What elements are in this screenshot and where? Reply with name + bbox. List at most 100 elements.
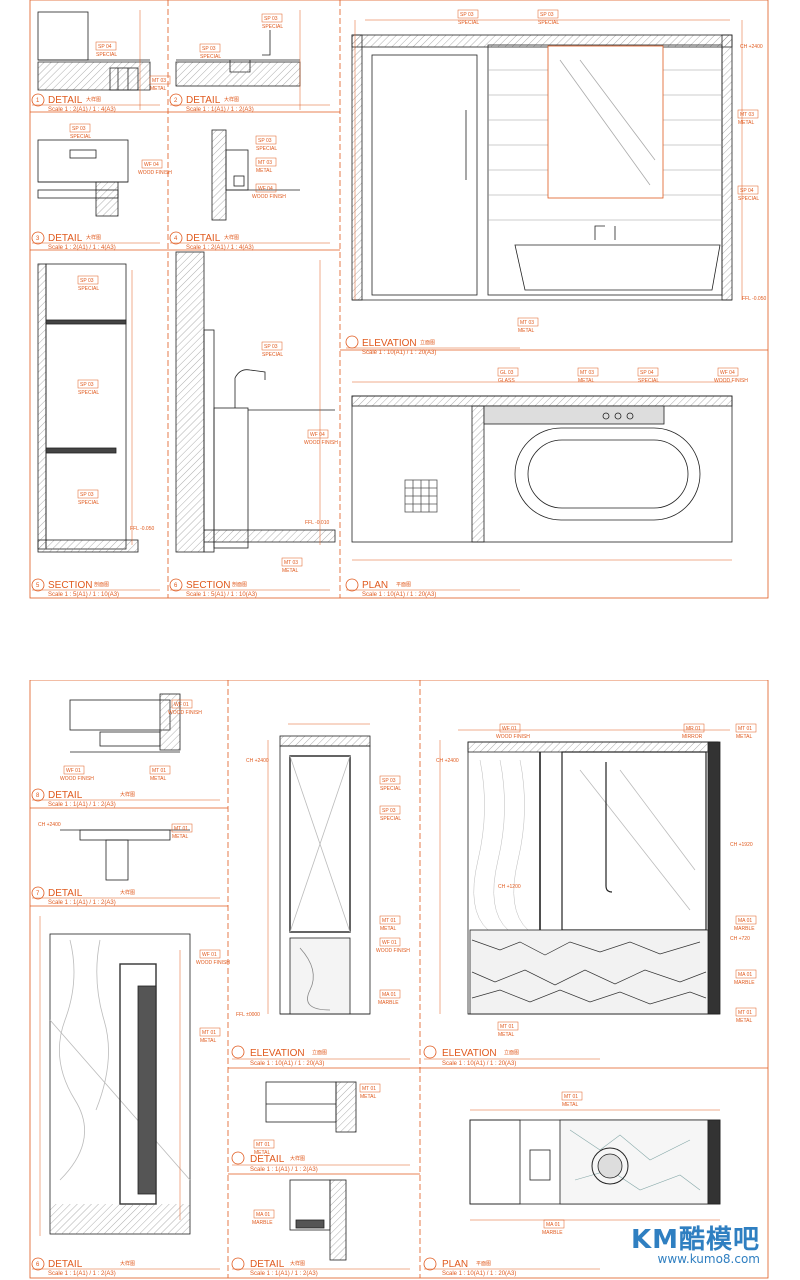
- svg-text:Scale 1 : 2(A1) / 1 : 4(A3): Scale 1 : 2(A1) / 1 : 4(A3): [186, 245, 254, 251]
- svg-text:SPECIAL: SPECIAL: [96, 52, 117, 58]
- watermark-url: www.kumo8.com: [657, 1252, 760, 1266]
- svg-text:WOOD FINISH: WOOD FINISH: [168, 710, 202, 716]
- svg-text:MARBLE: MARBLE: [734, 980, 755, 986]
- svg-text:Scale 1 : 10(A1) / 1 : 20(A3): Scale 1 : 10(A1) / 1 : 20(A3): [362, 592, 436, 598]
- detail-3-drawing: [37, 139, 129, 217]
- title-block-t6: 6 SECTION 剖面图 Scale 1 : 5(A1) / 1 : 10(A…: [169, 578, 330, 598]
- svg-text:WOOD FINISH: WOOD FINISH: [138, 170, 172, 176]
- svg-text:MT 01: MT 01: [362, 1086, 376, 1092]
- title-block-t5: 5 SECTION 剖面图 Scale 1 : 5(A1) / 1 : 10(A…: [31, 578, 160, 598]
- svg-text:大样图: 大样图: [120, 1260, 135, 1267]
- elevation-shower-bath: [351, 34, 733, 301]
- svg-text:METAL: METAL: [254, 1150, 271, 1156]
- svg-text:SPECIAL: SPECIAL: [200, 54, 221, 60]
- svg-text:METAL: METAL: [498, 1032, 515, 1038]
- svg-text:剖面图: 剖面图: [94, 581, 109, 588]
- svg-text:SP 03: SP 03: [80, 278, 94, 284]
- svg-text:WF 01: WF 01: [202, 952, 217, 958]
- section-6-drawing: [175, 251, 336, 553]
- svg-text:MT 01: MT 01: [202, 1030, 216, 1036]
- svg-text:MT 03: MT 03: [740, 112, 754, 118]
- svg-text:SPECIAL: SPECIAL: [78, 286, 99, 292]
- svg-text:MR 01: MR 01: [686, 726, 701, 732]
- svg-text:DETAIL: DETAIL: [48, 790, 83, 801]
- svg-text:4: 4: [174, 236, 178, 242]
- svg-text:7: 7: [36, 891, 40, 897]
- svg-text:Scale 1 : 10(A1) / 1 : 20(A3): Scale 1 : 10(A1) / 1 : 20(A3): [442, 1061, 516, 1067]
- svg-text:SPECIAL: SPECIAL: [262, 24, 283, 30]
- ceiling-height-label-2: CH +2400: [246, 758, 269, 764]
- svg-text:立面图: 立面图: [312, 1049, 327, 1056]
- svg-text:MA 01: MA 01: [738, 972, 752, 978]
- svg-text:8: 8: [36, 793, 40, 799]
- title-block-b3: 6 DETAIL 大样图 Scale 1 : 1(A1) / 1 : 2(A3): [31, 1257, 220, 1277]
- tag-mt03-a: MT 03 METAL: [149, 75, 171, 92]
- ceiling-height-label: CH +2400: [436, 758, 459, 764]
- svg-text:MIRROR: MIRROR: [682, 734, 703, 740]
- svg-text:立面图: 立面图: [504, 1049, 519, 1056]
- ch-label-detail: CH +2400: [38, 822, 61, 828]
- svg-text:SP 03: SP 03: [202, 46, 216, 52]
- svg-text:METAL: METAL: [150, 86, 167, 92]
- svg-text:6: 6: [36, 1262, 40, 1268]
- tag-sp03-e: SP 03 SPECIAL: [77, 275, 99, 292]
- floor-level-label-1: FFL -0.050: [742, 296, 766, 302]
- title-block-b4: ELEVATION 立面图 Scale 1 : 10(A1) / 1 : 20(…: [231, 1045, 410, 1067]
- svg-text:SPECIAL: SPECIAL: [256, 146, 277, 152]
- svg-text:剖面图: 剖面图: [232, 581, 247, 588]
- title-block-t3: 3 DETAIL 大样图 Scale 1 : 2(A1) / 1 : 4(A3): [31, 231, 160, 251]
- svg-text:大样图: 大样图: [290, 1260, 305, 1267]
- svg-text:MA 01: MA 01: [382, 992, 396, 998]
- tag-ma01-c: MA 01 MARBLE: [734, 969, 757, 986]
- svg-text:DETAIL: DETAIL: [48, 1259, 83, 1270]
- svg-text:DETAIL: DETAIL: [48, 95, 83, 106]
- svg-text:Scale 1 : 10(A1) / 1 : 20(A3): Scale 1 : 10(A1) / 1 : 20(A3): [442, 1271, 516, 1277]
- svg-text:WF 01: WF 01: [382, 940, 397, 946]
- svg-text:SPECIAL: SPECIAL: [458, 20, 479, 26]
- svg-text:WF 04: WF 04: [258, 186, 273, 192]
- svg-text:MT 01: MT 01: [152, 768, 166, 774]
- title-block-b6: DETAIL 大样图 Scale 1 : 1(A1) / 1 : 2(A3): [231, 1151, 410, 1173]
- svg-text:Scale 1 : 1(A1) / 1 : 2(A3): Scale 1 : 1(A1) / 1 : 2(A3): [250, 1271, 318, 1277]
- svg-text:MT 03: MT 03: [152, 78, 166, 84]
- svg-text:DETAIL: DETAIL: [250, 1154, 285, 1165]
- svg-text:MT 03: MT 03: [580, 370, 594, 376]
- svg-text:MT 01: MT 01: [174, 826, 188, 832]
- svg-text:PLAN: PLAN: [362, 580, 388, 591]
- tag-wf01-d: WF 01 WOOD FINISH: [376, 937, 410, 954]
- svg-text:MT 01: MT 01: [564, 1094, 578, 1100]
- svg-text:SPECIAL: SPECIAL: [380, 816, 401, 822]
- callout-leaders-top: [131, 10, 743, 561]
- svg-text:DETAIL: DETAIL: [250, 1259, 285, 1270]
- svg-text:GLASS: GLASS: [498, 378, 515, 384]
- svg-text:MT 01: MT 01: [256, 1142, 270, 1148]
- svg-text:MARBLE: MARBLE: [734, 926, 755, 932]
- section-5-drawing: [37, 263, 139, 553]
- watermark: KM酷模吧 www.kumo8.com: [631, 1219, 760, 1266]
- watermark-logo: KM酷模吧: [630, 1225, 760, 1255]
- svg-text:WOOD FINISH: WOOD FINISH: [376, 948, 410, 954]
- svg-text:SP 03: SP 03: [540, 12, 554, 18]
- svg-text:PLAN: PLAN: [442, 1259, 468, 1270]
- svg-text:Scale 1 : 2(A1) / 1 : 4(A3): Scale 1 : 2(A1) / 1 : 4(A3): [48, 107, 116, 113]
- svg-text:大样图: 大样图: [120, 791, 135, 798]
